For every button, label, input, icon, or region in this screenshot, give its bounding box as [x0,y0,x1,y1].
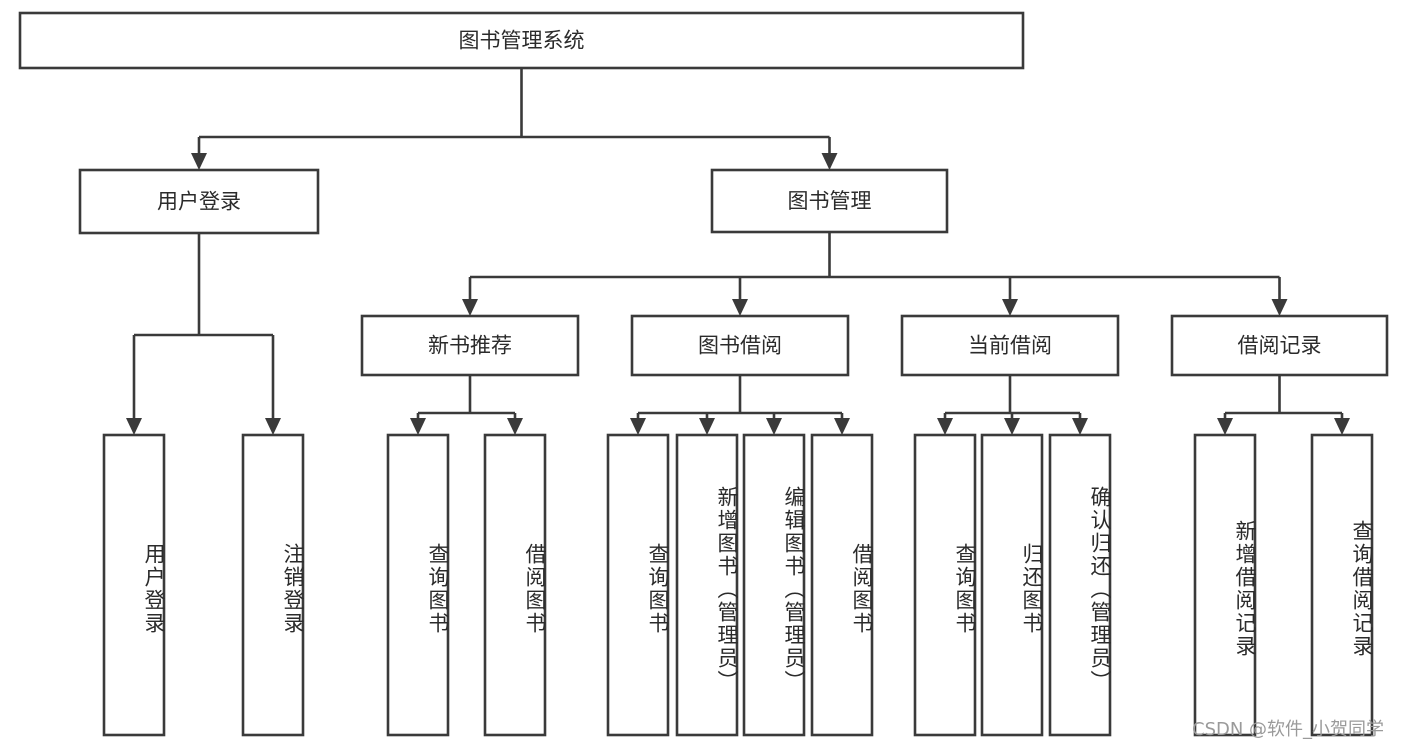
node-box-leaf_confirm_return [1048,433,1112,737]
arrow-head-borrow_record-1 [1334,418,1350,435]
arrow-head-new_book_rec-0 [410,418,426,435]
node-box-leaf_borrow_book_2 [810,433,874,737]
arrow-head-book_borrow-0 [630,418,646,435]
node-box-leaf_query_book_2 [606,433,670,737]
node-box-leaf_return_book [980,433,1044,737]
arrow-head-borrow_record-0 [1217,418,1233,435]
node-box-book_borrow [630,314,850,377]
arrow-head-current_borrow-0 [937,418,953,435]
node-label-new_book_rec: 新书推荐 [428,334,512,358]
node-box-leaf_query_record [1310,433,1374,737]
node-box-new_book_rec [360,314,580,377]
node-label-user_login: 用户登录 [157,190,241,214]
arrow-head-book_borrow-3 [834,418,850,435]
arrow-head-current_borrow-2 [1072,418,1088,435]
arrow-head-book_borrow-1 [699,418,715,435]
connector-layer [126,68,1350,435]
node-box-layer [18,11,1389,737]
node-box-leaf_edit_book [742,433,806,737]
node-box-leaf_add_record [1193,433,1257,737]
arrow-head-book_manage-3 [1271,299,1288,316]
arrow-head-user_login-1 [265,418,281,435]
arrow-head-book_manage-0 [462,299,478,316]
node-label-book_manage: 图书管理 [788,189,872,213]
node-label-root: 图书管理系统 [459,29,585,53]
node-box-user_login [78,168,320,235]
node-box-current_borrow [900,314,1120,377]
node-box-leaf_query_book_1 [386,433,450,737]
arrow-head-root-1 [821,153,838,170]
node-label-book_borrow: 图书借阅 [698,334,782,358]
node-box-leaf_query_book_3 [913,433,977,737]
node-label-current_borrow: 当前借阅 [968,334,1052,358]
arrow-head-book_manage-2 [1002,299,1018,316]
node-box-leaf_add_book [675,433,739,737]
arrow-head-book_manage-1 [732,299,748,316]
arrow-head-current_borrow-1 [1004,418,1020,435]
node-box-leaf_borrow_book_1 [483,433,547,737]
csdn-watermark: CSDN @软件_小贺同学 [1192,719,1385,740]
node-box-book_manage [710,168,949,234]
node-box-root [18,11,1025,70]
arrow-head-book_borrow-2 [766,418,782,435]
arrow-head-new_book_rec-1 [507,418,523,435]
node-box-borrow_record [1170,314,1389,377]
node-box-leaf_user_login [102,433,166,737]
arrow-head-user_login-0 [126,418,142,435]
node-box-leaf_logout [241,433,305,737]
node-label-borrow_record: 借阅记录 [1238,334,1322,358]
arrow-head-root-0 [191,153,207,170]
